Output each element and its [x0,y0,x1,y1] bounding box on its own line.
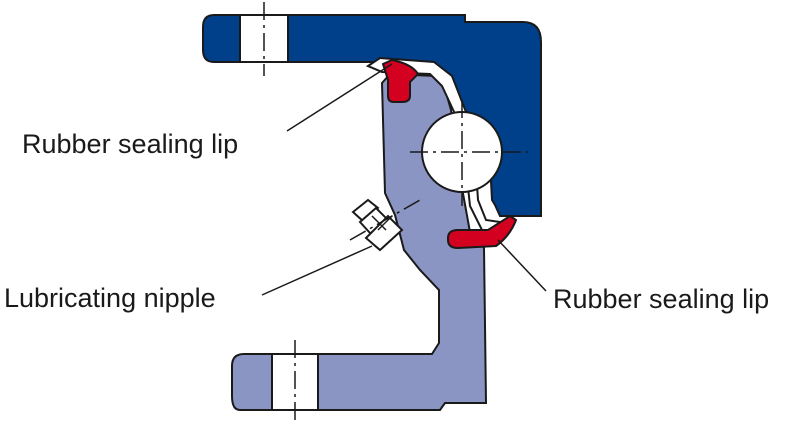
rubber-sealing-lip-top [381,58,420,103]
label-lubricating-nipple: Lubricating nipple [4,283,216,313]
label-rubber-sealing-lip-top: Rubber sealing lip [22,129,239,159]
lubricating-nipple [351,198,404,252]
leader-line-nipple [261,245,373,296]
leader-line-lip-top [286,63,393,132]
leader-line-lip-right [497,239,547,292]
center-lines [263,2,528,420]
nipple-head [351,198,380,224]
nipple-thread-line [377,215,393,231]
nipple-centerline [349,199,421,241]
label-rubber-sealing-lip-right: Rubber sealing lip [553,284,770,314]
